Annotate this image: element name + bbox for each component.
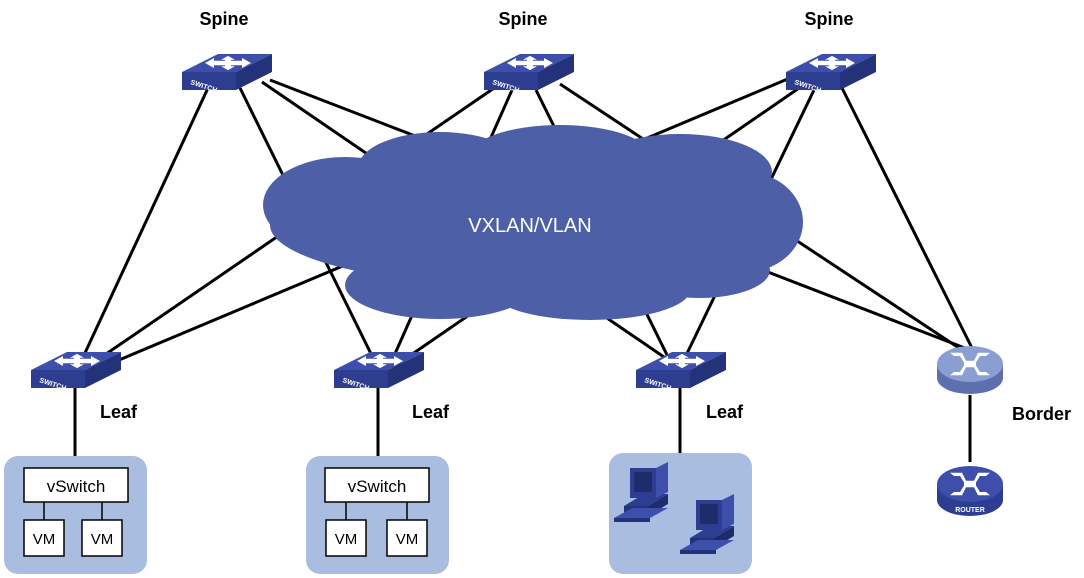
leaf-label-2: Leaf — [412, 402, 450, 422]
leaf-switch-2: SWITCH — [334, 352, 424, 392]
spine-label-2: Spine — [498, 9, 547, 29]
spine-switch-3: SWITCH — [786, 54, 876, 94]
vm-box — [325, 519, 367, 557]
link-spine1-leaf1 — [76, 87, 210, 369]
vm-label: VM — [335, 531, 358, 548]
border-label: Border — [1012, 404, 1071, 424]
vm-label: VM — [396, 531, 419, 548]
vm-box — [386, 519, 428, 557]
vxlan-vlan-cloud: VXLAN/VLAN — [263, 125, 803, 320]
vswitch-label: vSwitch — [47, 477, 106, 496]
leaf-switch-1: SWITCH — [31, 352, 121, 392]
vm-box — [23, 519, 65, 557]
vswitch-box — [324, 467, 430, 503]
router-icon — [950, 472, 990, 496]
desktop-computer-icon — [614, 462, 668, 522]
spine-label-1: Spine — [199, 9, 248, 29]
vm-label: VM — [91, 531, 114, 548]
leaf-label-1: Leaf — [100, 402, 138, 422]
border-router — [937, 346, 1003, 394]
host-group-1: vSwitch VM VM — [4, 456, 147, 574]
spine-switch-2: SWITCH — [484, 54, 574, 94]
vswitch-box — [23, 467, 129, 503]
link-spine3-border — [840, 87, 974, 349]
host-group-2: vSwitch VM VM — [306, 456, 449, 574]
spine-label-3: Spine — [804, 9, 853, 29]
svg-text:ROUTER: ROUTER — [955, 507, 985, 514]
vm-box — [81, 519, 123, 557]
leaf-switch-3: SWITCH — [636, 352, 726, 392]
edge-router: ROUTER — [937, 466, 1003, 516]
cloud-label: VXLAN/VLAN — [468, 215, 591, 237]
host-group-3 — [609, 453, 752, 574]
router-icon — [950, 352, 990, 376]
leaf-label-3: Leaf — [706, 402, 744, 422]
vm-label: VM — [33, 531, 56, 548]
desktop-computer-icon — [680, 494, 734, 554]
vswitch-label: vSwitch — [348, 477, 407, 496]
spine-switch-1: SWITCH — [182, 54, 272, 94]
